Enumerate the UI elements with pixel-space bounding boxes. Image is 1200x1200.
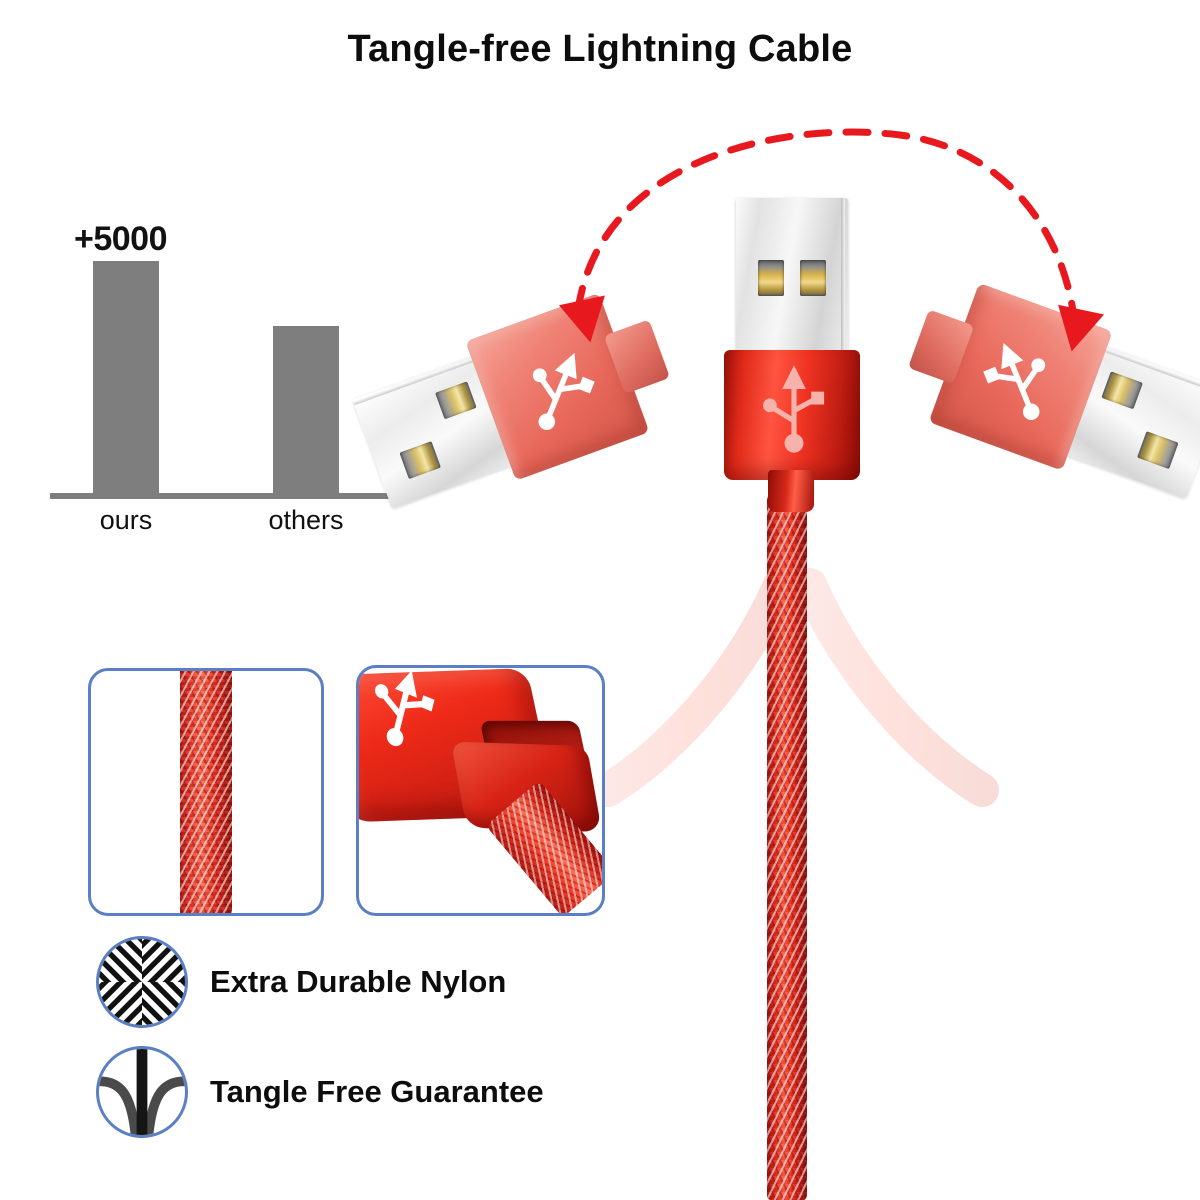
connector-strain-relief-center xyxy=(768,470,814,512)
usb-trident-icon xyxy=(375,670,435,747)
ghost-cable-left xyxy=(591,568,797,807)
usb-contact-pin xyxy=(758,260,784,296)
feature-label-tangle-free: Tangle Free Guarantee xyxy=(210,1074,544,1109)
connector-housing-left xyxy=(465,292,650,481)
usb-contact-pin xyxy=(1137,431,1179,470)
connector-metal-head-center xyxy=(736,198,848,353)
usb-a-connector-right xyxy=(888,270,1200,542)
usb-contact-pin xyxy=(800,260,826,296)
usb-a-connector-center xyxy=(718,182,864,512)
bar-others xyxy=(273,326,339,493)
chart-annotation: +5000 xyxy=(74,220,168,258)
connector-closeup-illustration xyxy=(359,668,602,913)
product-artwork xyxy=(330,90,1200,1200)
chart-baseline-axis xyxy=(50,493,408,499)
bar-label-others: others xyxy=(268,505,344,535)
detail-panel-braided-cable xyxy=(88,668,324,916)
ghost-cable-right xyxy=(793,568,999,807)
feature-row-nylon: Extra Durable Nylon xyxy=(96,936,506,1028)
comparison-bar-chart: +5000 ours others xyxy=(48,210,418,540)
usb-trident-icon xyxy=(763,365,825,453)
cable-split-glyph xyxy=(99,1049,185,1135)
feature-label-nylon: Extra Durable Nylon xyxy=(210,964,507,999)
bar-ours xyxy=(93,261,159,493)
connector-housing-center xyxy=(724,350,860,480)
page-title: Tangle-free Lightning Cable xyxy=(347,28,853,70)
braided-cable-sample xyxy=(180,671,232,913)
detail-panel-connector xyxy=(356,665,605,916)
usb-contact-pin xyxy=(435,381,477,420)
usb-contact-pin xyxy=(399,441,441,480)
nylon-weave-icon xyxy=(96,936,188,1028)
bar-label-ours: ours xyxy=(99,505,153,535)
connector-housing-right xyxy=(928,282,1113,471)
usb-contact-pin xyxy=(1101,371,1143,410)
tangle-free-icon xyxy=(96,1046,188,1138)
feature-row-tangle-free: Tangle Free Guarantee xyxy=(96,1046,544,1138)
usb-trident-icon xyxy=(983,342,1046,421)
usb-trident-icon xyxy=(532,352,595,431)
braided-cable-main xyxy=(767,495,807,1200)
usb-a-connector-left xyxy=(346,280,689,552)
weave-pattern xyxy=(99,939,185,1025)
